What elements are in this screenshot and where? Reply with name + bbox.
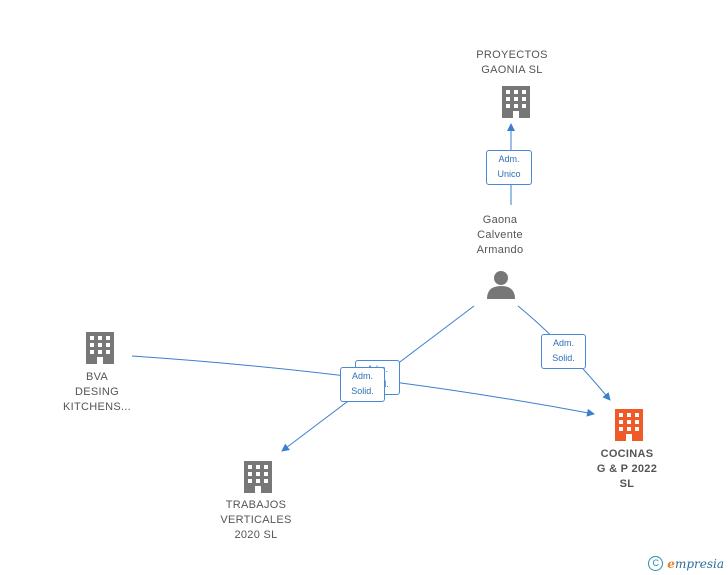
node-label-line: Gaona: [482, 214, 518, 226]
node-label-trabajos[interactable]: TRABAJOS VERTICALES 2020 SL: [206, 498, 306, 543]
edge-label-line: Adm.: [351, 371, 373, 381]
node-label-cocinas[interactable]: COCINAS G & P 2022 SL: [577, 447, 677, 492]
edge-label-adm-solid-cocinas[interactable]: Adm. Solid.: [541, 334, 586, 369]
node-label-proyectos[interactable]: PROYECTOS GAONIA SL: [462, 48, 562, 78]
building-icon-highlighted: [615, 409, 643, 441]
edge-label-line: Solid.: [351, 386, 374, 396]
node-label-line: Armando: [476, 244, 524, 256]
edge-label-adm-solid-front[interactable]: Adm. Solid.: [340, 367, 385, 402]
node-label-line: BVA: [85, 371, 109, 383]
edge-label-line: Unico: [497, 169, 521, 179]
node-label-line: COCINAS: [600, 448, 654, 460]
node-label-line: KITCHENS...: [62, 401, 132, 413]
copyright-icon: C: [648, 556, 664, 571]
node-label-bva[interactable]: BVA DESING KITCHENS...: [47, 370, 147, 415]
node-label-line: TRABAJOS: [225, 499, 287, 511]
node-label-line: G & P 2022: [596, 463, 658, 475]
node-label-line: SL: [619, 478, 635, 490]
node-label-line: VERTICALES: [220, 514, 292, 526]
node-label-line: 2020 SL: [234, 529, 278, 541]
node-label-line: GAONIA SL: [481, 64, 543, 76]
building-icon: [244, 461, 272, 493]
node-label-line: Calvente: [477, 229, 523, 241]
brand-name: empresia: [667, 556, 724, 571]
node-label-gaona[interactable]: Gaona Calvente Armando: [450, 213, 550, 258]
edge-label-adm-unico[interactable]: Adm. Unico: [486, 150, 532, 185]
edge-label-line: Adm.: [498, 154, 520, 164]
node-label-line: DESING: [75, 386, 119, 398]
node-label-line: PROYECTOS: [476, 49, 548, 61]
building-icon: [86, 332, 114, 364]
edge-label-line: Adm.: [552, 338, 574, 348]
building-icon: [502, 86, 530, 118]
person-icon: [487, 271, 515, 299]
edge-label-line: Solid.: [552, 353, 575, 363]
brand-watermark[interactable]: C empresia: [648, 556, 724, 571]
